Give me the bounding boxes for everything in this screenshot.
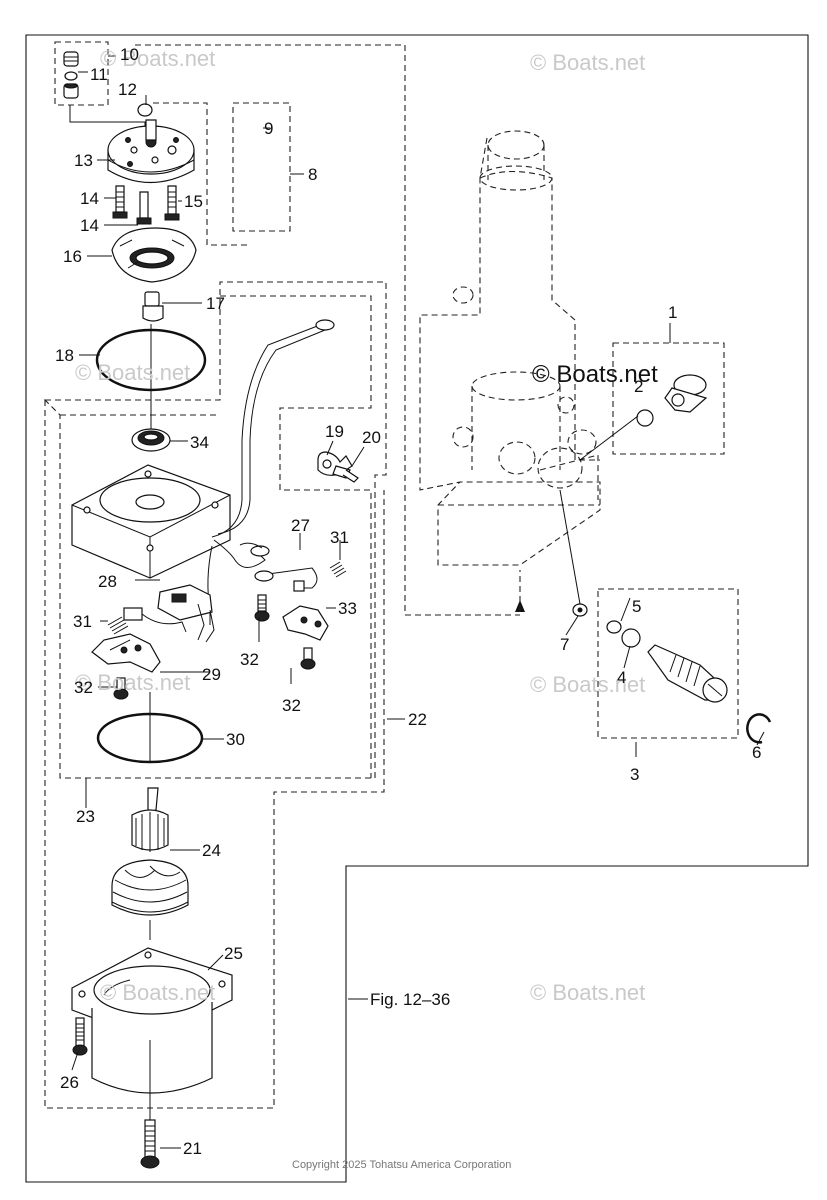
brush-spring-right [329, 561, 347, 578]
leader-7 [559, 489, 581, 605]
group-outline-12 [153, 102, 247, 246]
copyright-notice: Copyright 2025 Tohatsu America Corporati… [292, 1159, 511, 1171]
leader-2 [579, 415, 639, 461]
motor-end-cover [71, 464, 231, 579]
watermark-7: © Boats.net [100, 980, 215, 1005]
callout: 13 [74, 151, 93, 170]
valve-o-ring-small [606, 620, 622, 634]
motor-leads [207, 319, 335, 625]
motor-yoke [71, 947, 233, 1094]
bearing [131, 428, 171, 452]
watermark-1: © Boats.net [100, 46, 215, 71]
callout: 14 [80, 189, 99, 208]
watermark-2: © Boats.net [530, 50, 645, 75]
screw-32b [113, 677, 129, 700]
clamp-screw [332, 465, 359, 483]
callout: 31 [330, 528, 349, 547]
callout: 2 [634, 377, 643, 396]
group-outline-22 [60, 295, 372, 778]
group-outline-10 [54, 41, 109, 106]
callout: 11 [90, 65, 108, 84]
callout: 32 [74, 678, 93, 697]
callout: 30 [226, 730, 245, 749]
small-o-ring [137, 103, 153, 117]
callout: 27 [291, 516, 310, 535]
brush-left [123, 607, 187, 633]
callout: 1 [668, 303, 677, 322]
callout: 5 [632, 597, 641, 616]
callout: 20 [362, 428, 381, 447]
watermark-3: © Boats.net [75, 360, 190, 385]
callout: 23 [76, 807, 95, 826]
watermark-4: © Boats.net [532, 361, 658, 388]
watermark-6: © Boats.net [530, 672, 645, 697]
o-ring [636, 409, 654, 427]
through-bolt [140, 1040, 160, 1169]
callout: 18 [55, 346, 74, 365]
callout: 34 [190, 433, 209, 452]
callout: 8 [308, 165, 317, 184]
callout: 31 [73, 612, 92, 631]
callout: 33 [338, 599, 357, 618]
group-outline-23 [43, 281, 387, 779]
screw-32c [300, 647, 316, 670]
callout: 25 [224, 944, 243, 963]
group-outline-motor [44, 400, 385, 1109]
callout: 19 [325, 422, 344, 441]
callout: 28 [98, 572, 117, 591]
callout: 32 [282, 696, 301, 715]
watermark-5: © Boats.net [75, 670, 190, 695]
group-outline-3 [597, 588, 739, 739]
circlip [746, 713, 772, 744]
pump-body [107, 119, 195, 184]
armature [111, 787, 189, 940]
callout: 4 [617, 668, 626, 687]
brush-plate [91, 633, 161, 673]
plug [664, 374, 708, 413]
group-outline-1 [612, 342, 725, 455]
brush-plate-right [282, 605, 329, 641]
callout: 3 [630, 765, 639, 784]
callout: 16 [63, 247, 82, 266]
callout: 29 [202, 665, 221, 684]
group-outline-pump [135, 44, 520, 616]
figure-reference: Fig. 12–36 [370, 990, 450, 1009]
callout: 17 [206, 294, 225, 313]
callout: 22 [408, 710, 427, 729]
callout: 24 [202, 841, 221, 860]
callout: 9 [264, 119, 273, 138]
screw-32a [254, 594, 270, 622]
callout: 6 [752, 743, 761, 762]
pump-plate [111, 227, 197, 283]
callout: 21 [183, 1139, 202, 1158]
watermark-8: © Boats.net [530, 980, 645, 1005]
brush-spring-left [107, 616, 129, 635]
callout: 12 [118, 80, 137, 99]
pump-bolts [112, 185, 180, 225]
trim-cylinder [419, 130, 601, 566]
coupling [142, 291, 164, 322]
valve-o-ring-large [621, 628, 641, 648]
callout: 32 [240, 650, 259, 669]
callout: 14 [80, 216, 99, 235]
assembly-boundary [25, 34, 809, 1183]
manual-valve [647, 644, 728, 703]
yoke-screw [72, 1017, 88, 1056]
brush-holder [157, 584, 215, 643]
callout: 15 [184, 192, 203, 211]
leader-lines [71, 55, 765, 1149]
callout: 7 [560, 635, 569, 654]
callout: 10 [120, 45, 139, 64]
group-outline-8 [232, 102, 291, 232]
check-valve-parts [63, 51, 79, 99]
callout-labels: 1 2 3 4 5 6 7 8 9 10 11 12 13 14 14 15 1… [55, 45, 761, 1158]
callout: 26 [60, 1073, 79, 1092]
